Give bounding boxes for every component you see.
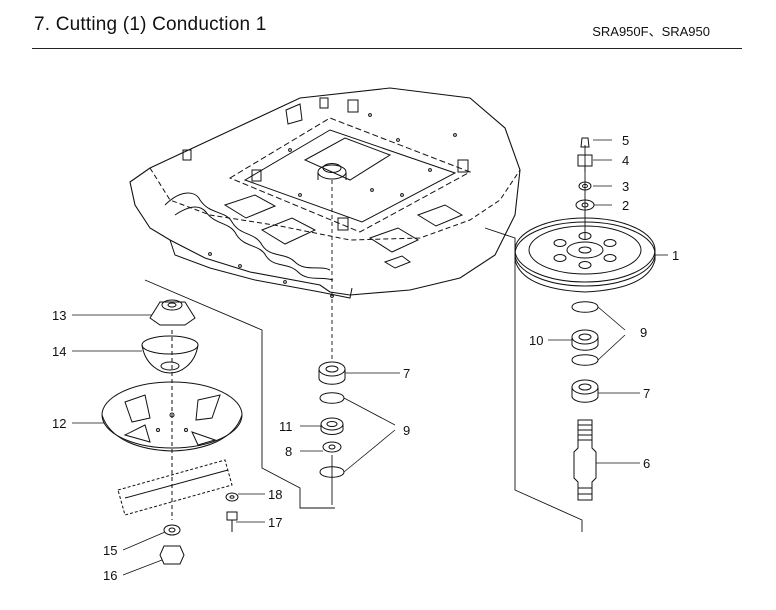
model-label: SRA950F、SRA950 xyxy=(592,24,710,39)
callout-12: 12 xyxy=(52,416,66,431)
callout-8: 8 xyxy=(285,444,292,459)
callout-2: 2 xyxy=(622,198,629,213)
assembly-lines xyxy=(144,145,586,532)
callout-10: 10 xyxy=(529,333,543,348)
header-rule xyxy=(32,48,742,49)
left-parts xyxy=(101,299,243,565)
callout-11: 11 xyxy=(279,419,293,434)
mower-deck xyxy=(129,87,521,299)
callout-18: 18 xyxy=(268,487,282,502)
callout-1: 1 xyxy=(672,248,679,263)
page-title: 7. Cutting (1) Conduction 1 xyxy=(34,14,267,35)
callout-7-middle: 7 xyxy=(403,366,410,381)
callout-6: 6 xyxy=(643,456,650,471)
callout-17: 17 xyxy=(268,515,282,530)
callout-4: 4 xyxy=(622,153,629,168)
callout-15: 15 xyxy=(103,543,117,558)
callout-13: 13 xyxy=(52,308,66,323)
callout-numbers: 5 4 3 2 1 10 9 7 6 7 9 11 8 13 14 12 18 … xyxy=(52,133,679,583)
callout-14: 14 xyxy=(52,344,66,359)
leader-lines xyxy=(72,139,668,576)
callout-9-right: 9 xyxy=(640,325,647,340)
callout-5: 5 xyxy=(622,133,629,148)
callout-7-right: 7 xyxy=(643,386,650,401)
callout-3: 3 xyxy=(622,179,629,194)
right-parts xyxy=(514,137,656,501)
callout-9-middle: 9 xyxy=(403,423,410,438)
callout-16: 16 xyxy=(103,568,117,583)
